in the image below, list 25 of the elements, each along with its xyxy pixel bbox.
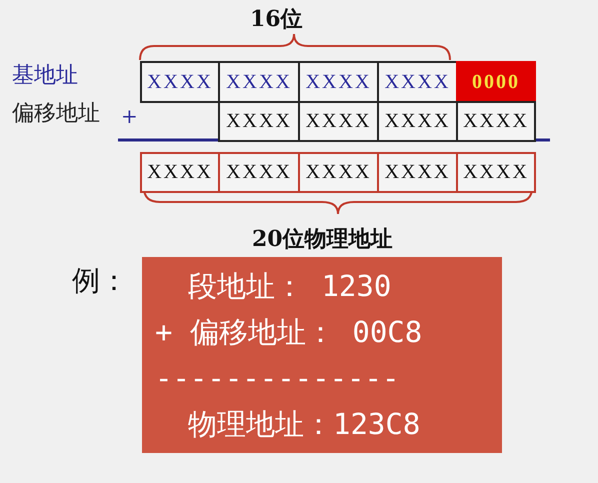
dashed-separator: -------------- (155, 361, 400, 395)
example-line: 物理地址：123C8 (188, 407, 420, 441)
plus-sign: + (121, 104, 138, 128)
address-cell: XXXX (140, 152, 220, 193)
address-cell: XXXX (298, 101, 379, 142)
bit-width-label: 20位物理地址 (252, 225, 393, 254)
address-cell: XXXX (140, 61, 220, 103)
address-cell: XXXX (218, 152, 300, 193)
address-cell: XXXX (377, 61, 458, 103)
address-cell: XXXX (377, 152, 458, 193)
example-panel (142, 257, 502, 453)
address-cell: XXXX (298, 61, 379, 103)
example-label: 例： (72, 263, 128, 299)
address-cell: XXXX (456, 101, 536, 142)
address-cell: XXXX (377, 101, 458, 142)
bit-width-label: 16位 (250, 5, 303, 34)
address-cell: 0000 (456, 61, 536, 103)
example-line: + 偏移地址： 00C8 (155, 315, 422, 349)
address-cell: XXXX (456, 152, 536, 193)
example-line: 段地址： 1230 (188, 269, 392, 303)
row-label: 偏移地址 (12, 100, 100, 128)
address-cell: XXXX (218, 61, 300, 103)
address-cell: XXXX (298, 152, 379, 193)
row-label: 基地址 (12, 62, 78, 90)
address-cell: XXXX (218, 101, 300, 142)
